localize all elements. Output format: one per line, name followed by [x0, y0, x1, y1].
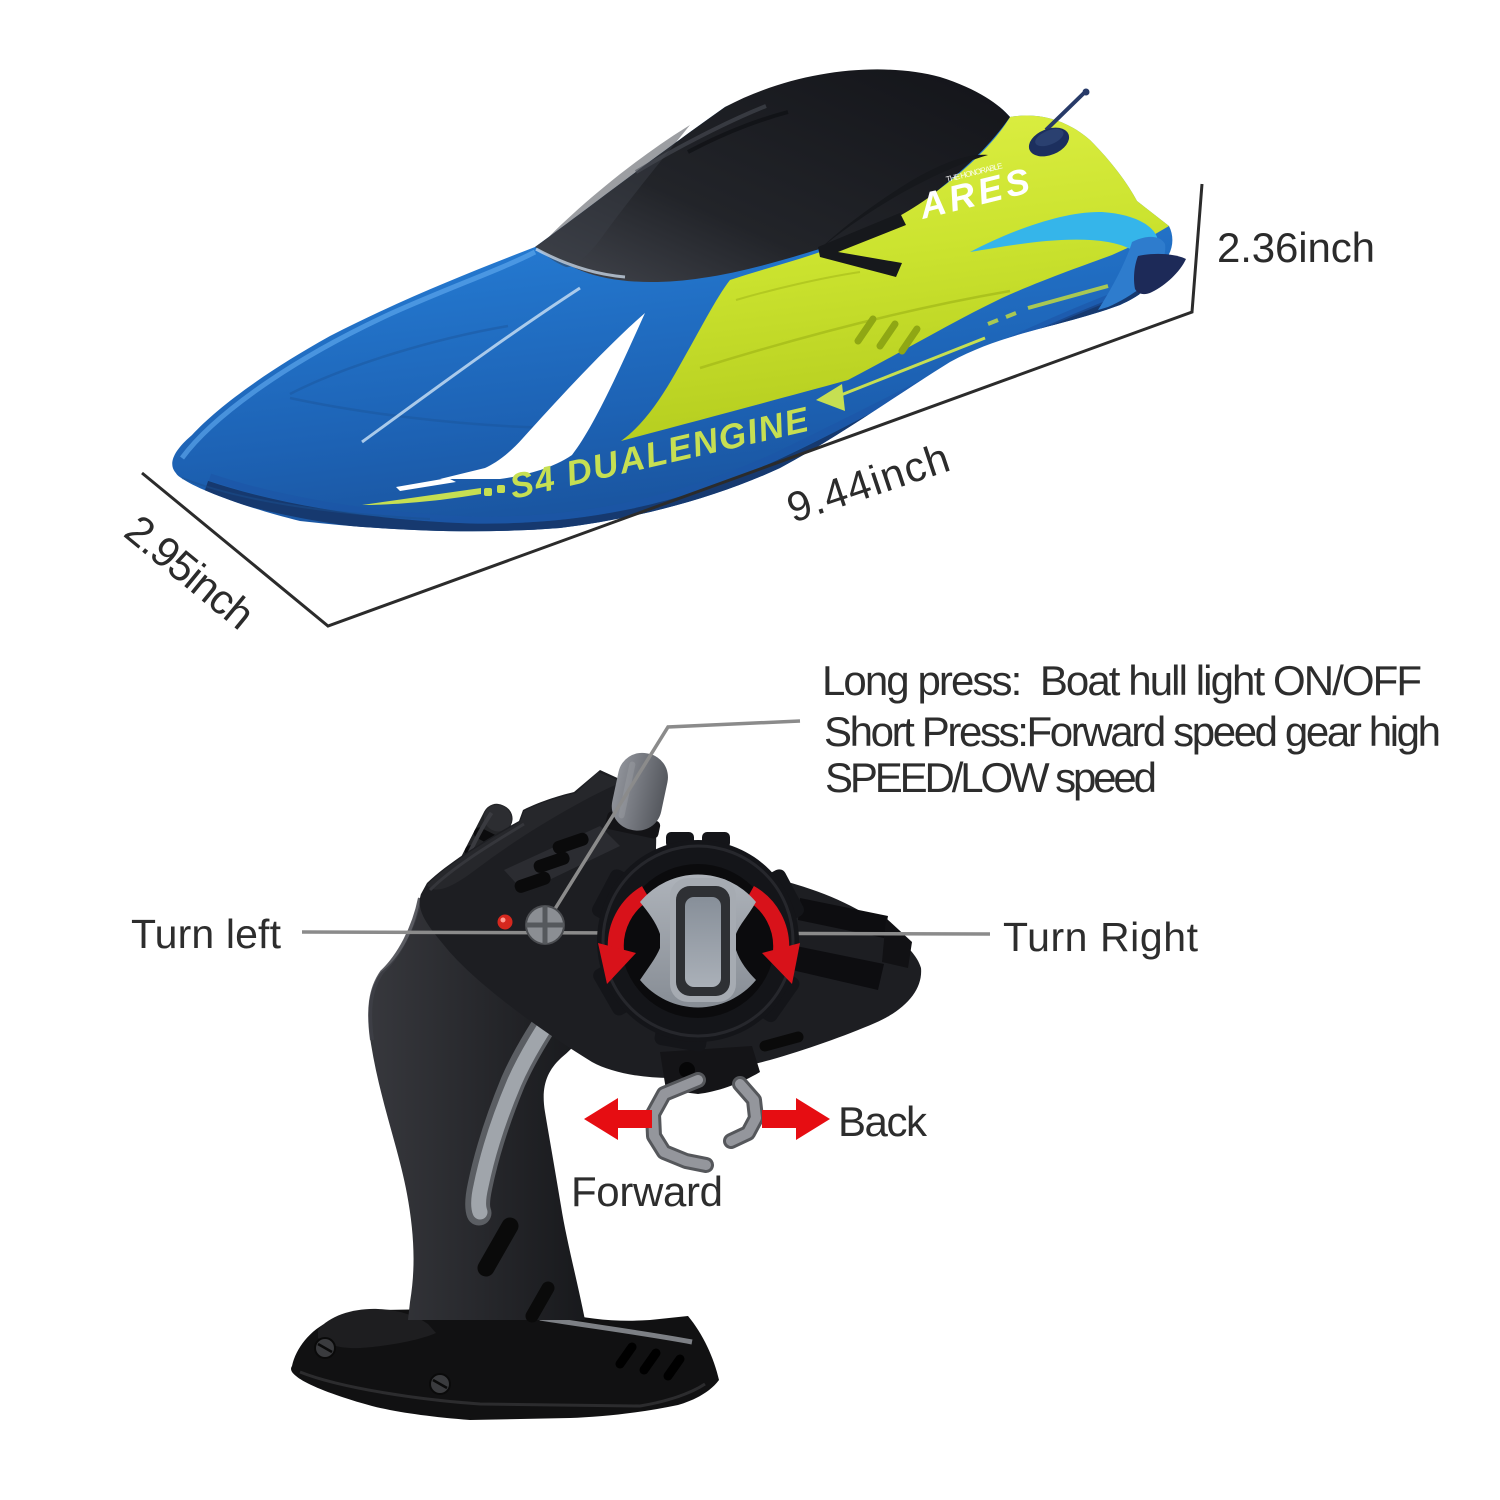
svg-text:Turn left: Turn left — [131, 911, 282, 957]
svg-text:Back: Back — [838, 1098, 928, 1145]
svg-text:Turn Right: Turn Right — [1003, 914, 1199, 960]
svg-text:Forward: Forward — [571, 1168, 723, 1215]
svg-text:2.95inch: 2.95inch — [116, 506, 263, 639]
svg-text:SPEED/LOW speed: SPEED/LOW speed — [825, 754, 1157, 801]
svg-text:Long press: Boat hull light O: Long press: Boat hull light ON/OFF — [822, 657, 1422, 704]
svg-text:Short Press:Forward speed gear: Short Press:Forward speed gear high — [824, 708, 1441, 755]
svg-text:2.36inch: 2.36inch — [1217, 224, 1375, 271]
